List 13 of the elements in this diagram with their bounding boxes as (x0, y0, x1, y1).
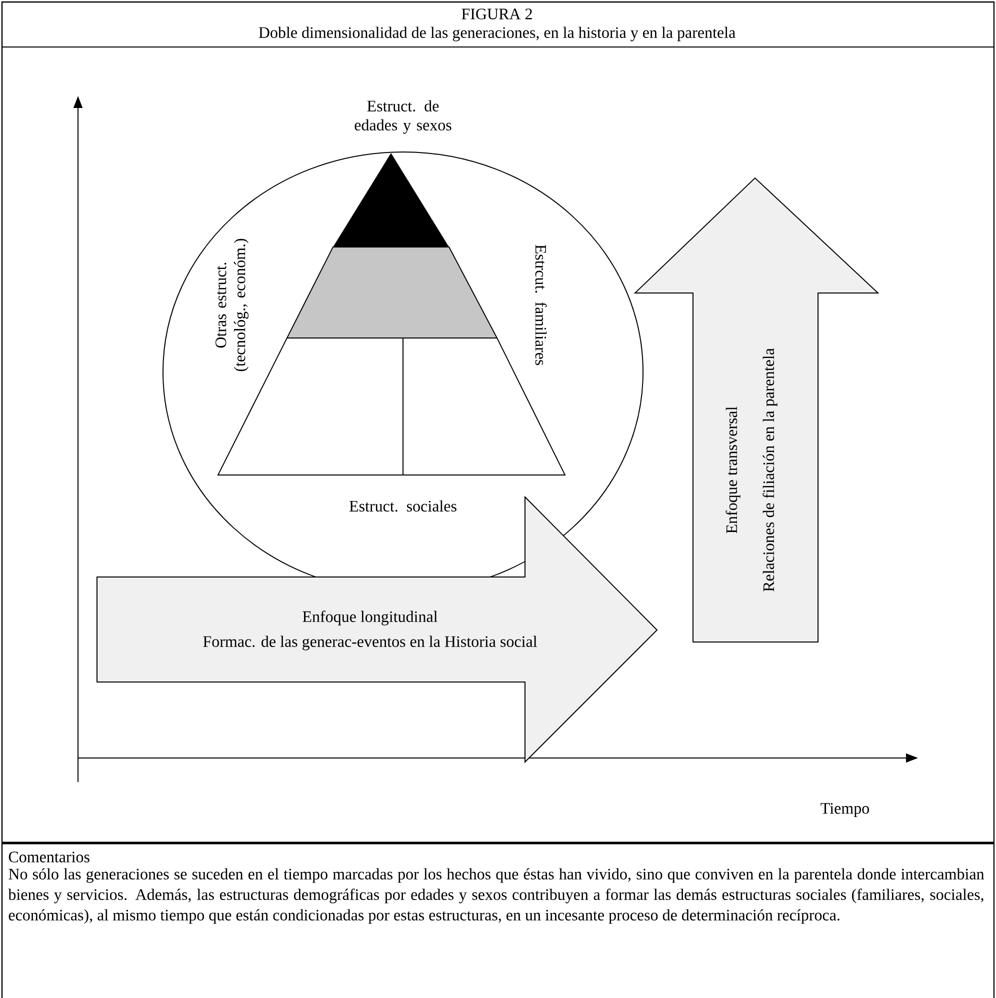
ellipse-label: Estrcut. familiares (535, 244, 547, 366)
ellipse-label: Otras estruct. (tecnológ., económ.) (215, 238, 249, 372)
arrow-label: Enfoque longitudinal (302, 610, 438, 626)
comment-text: No sólo las generaciones se suceden en el tiempo marcadas por los hechos que éstas han vivido, sino que conviven en la parentela donde intercambian bienes y servicios. Además, las estructuras demográficas por edades y sexos contribuyen a formar las demás estructuras sociales (familiares, sociales, económicas), al mismo tiempo que están condicionadas por estas estructuras, en un incesante proceso de determinación recíproca. (8, 868, 984, 924)
ellipse-label: Estruct. de edades y sexos (354, 100, 452, 134)
section-heading: Comentarios (8, 852, 90, 862)
arrow-label: Relaciones de filiación en la parentela (762, 348, 778, 592)
axis-label: Tiempo (820, 803, 869, 817)
arrow-label: Enfoque transversal (726, 406, 740, 534)
ellipse-label: Estruct. sociales (349, 500, 456, 512)
figure-title: FIGURA 2 (462, 8, 532, 20)
arrow-label: Formac. de las generac-eventos en la Historia social (203, 636, 537, 650)
figure-subtitle: Doble dimensionalidad de las generaciones, en la historia y en la parentela (258, 26, 736, 42)
